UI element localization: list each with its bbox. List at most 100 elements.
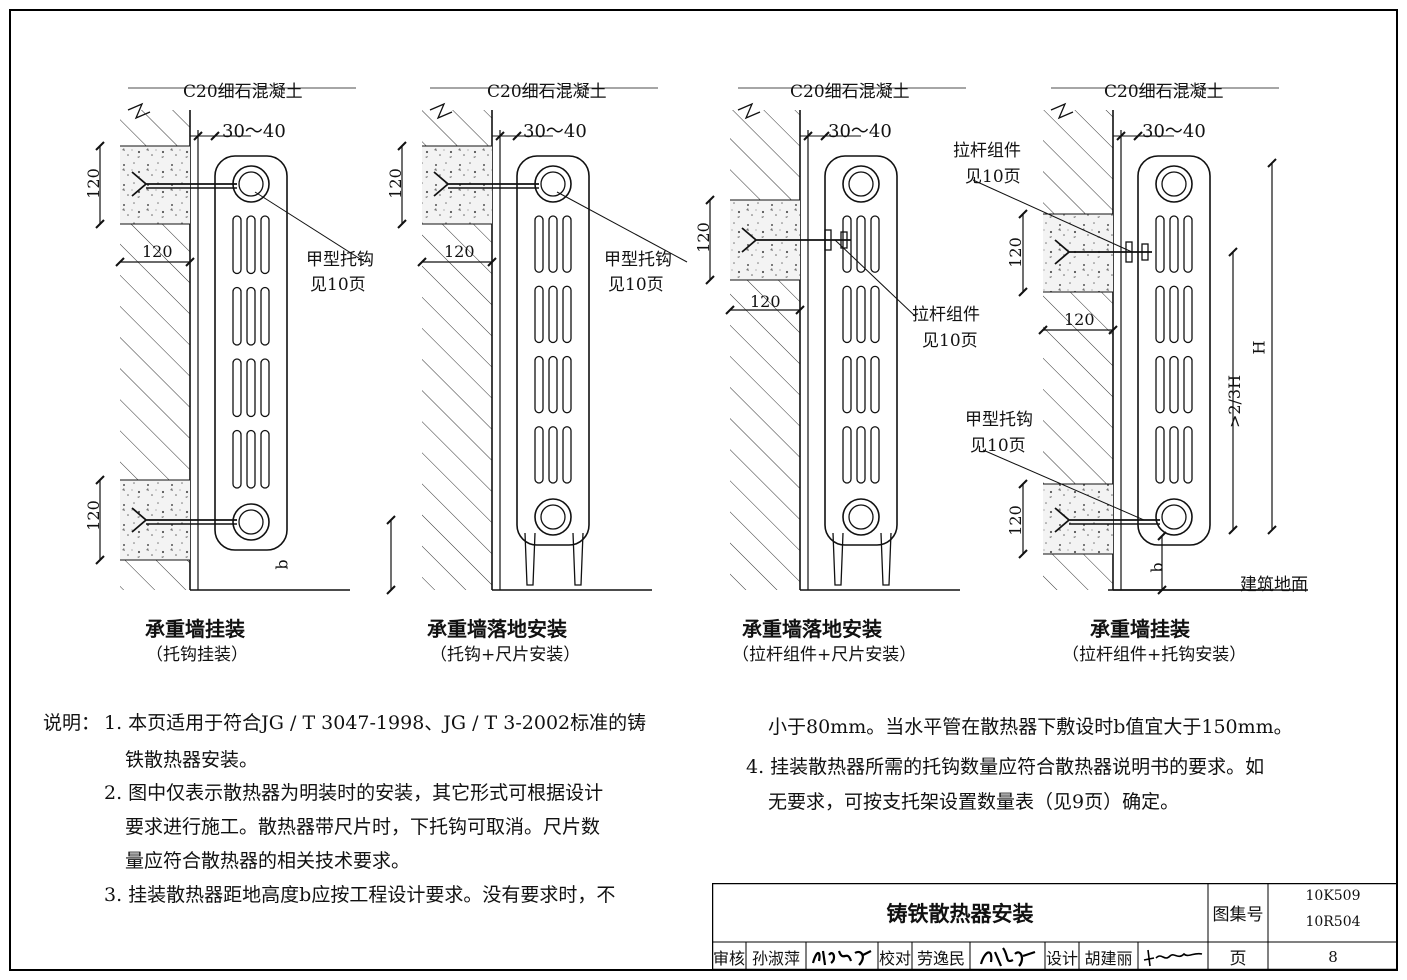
- note-line: 量应符合散热器的相关技术要求。: [125, 850, 411, 872]
- dimension-tick: [705, 195, 715, 205]
- gap-dimension: 30～40: [828, 121, 892, 142]
- bottom-port-outer: [232, 503, 270, 541]
- H-dimension: H: [1249, 340, 1269, 355]
- radiator-slot: [1169, 215, 1179, 273]
- page-number: 8: [1328, 947, 1338, 966]
- reviewer-signature-mark: [811, 949, 872, 966]
- concrete-block: [422, 146, 492, 224]
- callout-line1: 拉杆组件: [953, 141, 1021, 161]
- radiator-slot: [548, 285, 558, 344]
- radiator-slot: [856, 355, 866, 414]
- note-line: 无要求，可按支托架设置数量表（见9页）确定。: [768, 791, 1180, 813]
- radiator-slot: [1169, 285, 1179, 344]
- checker-signature: [970, 942, 1045, 971]
- dimension-tick: [1157, 585, 1167, 595]
- upper-height-dimension: 120: [1005, 237, 1025, 268]
- concrete-block: [1043, 214, 1113, 292]
- width-dimension: 120: [444, 242, 475, 261]
- rod-nut: [1141, 243, 1149, 261]
- callout-line2: 见10页: [970, 436, 1026, 456]
- radiator-slot: [1169, 355, 1179, 414]
- dimension-tick: [95, 219, 105, 229]
- concrete-label: C20细石混凝土: [790, 82, 910, 102]
- checker-signature-mark: [979, 946, 1035, 967]
- break-line: [127, 102, 151, 120]
- radiator-slot: [1169, 426, 1179, 484]
- callout-line2: 见10页: [310, 275, 366, 295]
- dimension-tick: [1267, 158, 1277, 168]
- dimension-tick: [1108, 325, 1118, 335]
- dimension-tick: [1228, 525, 1238, 535]
- concrete-label: C20细石混凝土: [1104, 82, 1224, 102]
- bottom-port-inner: [848, 504, 874, 530]
- radiator-slot: [534, 355, 544, 414]
- reviewer-name: 孙淑萍: [751, 948, 800, 968]
- width-dimension: 120: [142, 242, 173, 261]
- radiator-body: [516, 155, 590, 546]
- concrete-label: C20细石混凝土: [183, 82, 303, 102]
- page-label: 页: [1229, 949, 1247, 969]
- callout-line1: 甲型托钩: [965, 410, 1033, 430]
- radiator-body: [824, 155, 898, 546]
- leader: [254, 191, 366, 263]
- radiator-slot: [1155, 355, 1165, 414]
- width-dimension: 120: [750, 292, 781, 311]
- upper-height-dimension: 120: [385, 168, 405, 199]
- radiator-slot: [562, 215, 572, 273]
- dimension-tick: [1267, 525, 1277, 535]
- radiator-slot: [842, 355, 852, 414]
- callout-line2: 见10页: [922, 331, 978, 351]
- leader: [834, 239, 916, 317]
- radiator-slot: [246, 286, 256, 346]
- diagram-1: [95, 87, 396, 595]
- radiator-slot: [260, 358, 270, 418]
- diagram-subtitle: （拉杆组件+托钩安装）: [1062, 645, 1247, 665]
- radiator-slot: [548, 426, 558, 484]
- diagram-subtitle: （拉杆组件+尺片安装）: [732, 645, 917, 665]
- note-line: 小于80mm。当水平管在散热器下敷设时b值宜大于150mm。: [768, 716, 1293, 738]
- concrete-block: [1043, 484, 1113, 554]
- radiator-foot: [572, 532, 584, 586]
- radiator-slot: [842, 426, 852, 484]
- top-port-inner: [848, 171, 874, 197]
- diagram-2: [397, 87, 688, 591]
- hook: [131, 171, 237, 197]
- note-line: 3. 挂装散热器距地高度b应按工程设计要求。没有要求时，不: [104, 884, 616, 906]
- radiator-body: [214, 155, 288, 551]
- dimension-tick: [1018, 479, 1028, 489]
- radiator-slot: [842, 215, 852, 273]
- dimension-tick: [512, 131, 522, 141]
- atlas-number: 10R504: [1305, 914, 1361, 930]
- radiator-slot: [870, 215, 880, 273]
- callout-line2: 见10页: [965, 167, 1021, 187]
- reviewer-signature: [806, 942, 878, 971]
- radiator-slot: [232, 215, 242, 275]
- radiator-body: [1137, 155, 1211, 546]
- notes-prefix: 说明：: [43, 712, 101, 734]
- hook: [131, 507, 237, 533]
- top-port-outer: [1155, 165, 1193, 203]
- review-label: 审核: [712, 948, 745, 968]
- drawing-frame: [9, 9, 1398, 971]
- design-label: 设计: [1045, 948, 1078, 968]
- radiator-slot: [1183, 426, 1193, 484]
- radiator-slot: [232, 429, 242, 489]
- radiator-slot: [842, 285, 852, 344]
- dimension-tick: [397, 219, 407, 229]
- atlas-label: 图集号: [1212, 905, 1264, 925]
- radiator-slot: [1183, 285, 1193, 344]
- dimension-tick: [1133, 131, 1143, 141]
- radiator-slot: [534, 285, 544, 344]
- radiator-slot: [1155, 426, 1165, 484]
- bottom-port-outer: [1155, 498, 1193, 536]
- note-line: 要求进行施工。散热器带尺片时，下托钩可取消。尺片数: [125, 816, 601, 838]
- width-dimension: 120: [1064, 310, 1095, 329]
- dimension-tick: [417, 257, 427, 267]
- radiator-slot: [548, 215, 558, 273]
- radiator-slot: [534, 215, 544, 273]
- floor-label: 建筑地面: [1240, 575, 1308, 595]
- two-thirds-H-dimension: >2/3H: [1225, 374, 1245, 429]
- top-port-inner: [1161, 171, 1187, 197]
- checker-name: 劳逸民: [916, 948, 965, 968]
- dimension-tick: [193, 131, 203, 141]
